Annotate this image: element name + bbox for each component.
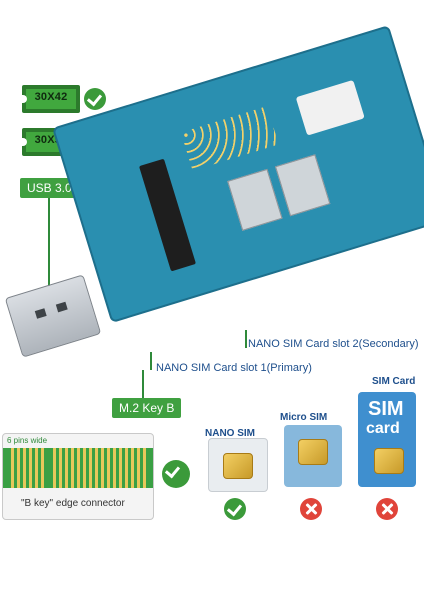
m2-key-label: M.2 Key B: [112, 398, 182, 418]
sim-slot-2: [274, 154, 331, 217]
usb-callout-line: [48, 198, 50, 288]
sim-chip: [374, 448, 404, 474]
sim-chip: [223, 453, 253, 479]
m2-slot: [138, 158, 197, 272]
sim-slot-1: [227, 168, 283, 231]
slot1-label: NANO SIM Card slot 1(Primary): [156, 362, 312, 374]
cross-icon: [376, 498, 398, 520]
slot2-callout-line: [245, 330, 247, 348]
sim-card-label: SIM Card: [372, 376, 416, 387]
card-notch: [21, 138, 27, 146]
sim-chip: [298, 439, 328, 465]
micro-sim-card: [284, 425, 342, 487]
usb-label: USB 3.0: [20, 178, 79, 198]
nano-sim-card: [208, 438, 268, 492]
antenna-pad: [295, 79, 365, 136]
check-icon: [224, 498, 246, 520]
sim-card-text-1: SIM: [368, 398, 404, 420]
check-icon: [84, 88, 106, 110]
adapter-board: [52, 25, 424, 324]
slot2-label: NANO SIM Card slot 2(Secondary): [248, 338, 419, 350]
cross-icon: [300, 498, 322, 520]
size-30x42-badge: 30X42: [21, 85, 80, 113]
usb-hole: [34, 308, 47, 319]
via-grid: [180, 106, 279, 171]
card-notch: [21, 95, 27, 103]
pins-wide-label: 6 pins wide: [7, 436, 48, 445]
nano-sim-label: NANO SIM: [205, 428, 255, 439]
micro-sim-label: Micro SIM: [280, 412, 328, 423]
key-callout-line: [142, 370, 144, 400]
slot1-callout-line: [150, 352, 152, 370]
edge-connector-label: "B key" edge connector: [21, 498, 125, 509]
size-30x42-label: 30X42: [34, 91, 68, 103]
full-sim-card: SIM card: [358, 392, 416, 487]
edge-connector-diagram: 6 pins wide "B key" edge connector: [2, 433, 154, 520]
usb-connector: [4, 274, 102, 358]
check-icon: [162, 460, 190, 488]
sim-card-text-2: card: [366, 420, 400, 437]
usb-hole: [55, 301, 68, 313]
